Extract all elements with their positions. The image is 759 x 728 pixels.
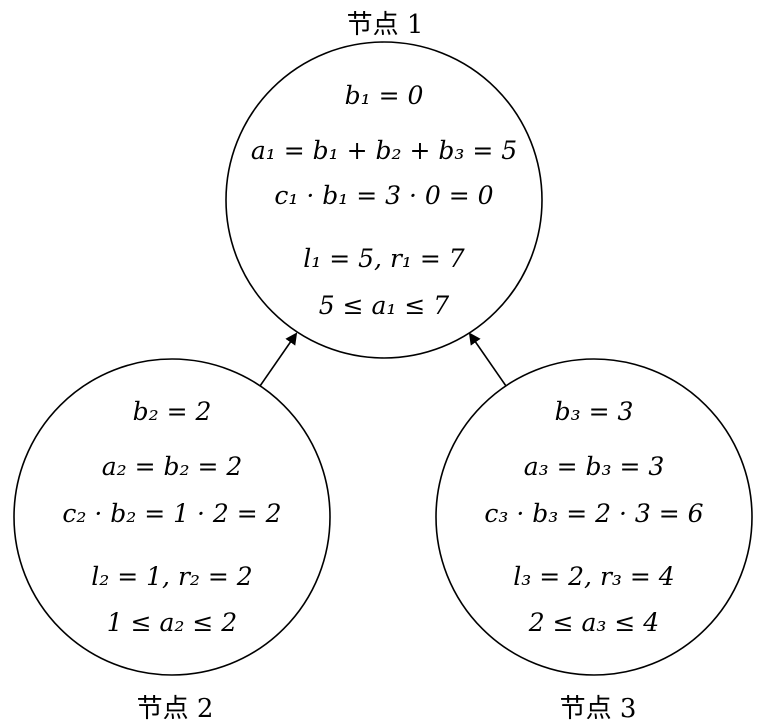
node-2: b₂ = 2 a₂ = b₂ = 2 c₂ · b₂ = 1 · 2 = 2 l… [13, 358, 331, 724]
node-1-line-2: a₁ = b₁ + b₂ + b₃ = 5 [251, 136, 517, 165]
node-2-line-1: b₂ = 2 [133, 397, 212, 426]
node-1-line-1: b₁ = 0 [345, 81, 424, 110]
node-2-line-5: 1 ≤ a₂ ≤ 2 [107, 608, 237, 637]
node-1-title: 节点 1 [347, 10, 424, 40]
node-1: 节点 1 b₁ = 0 a₁ = b₁ + b₂ + b₃ = 5 c₁ · b… [225, 10, 543, 359]
node-1-circle [225, 41, 543, 359]
node-3-line-3: c₃ · b₃ = 2 · 3 = 6 [484, 499, 703, 528]
node-2-line-2: a₂ = b₂ = 2 [102, 452, 243, 481]
node-3-line-2: a₃ = b₃ = 3 [524, 452, 665, 481]
node-2-circle [13, 358, 331, 676]
node-2-line-3: c₂ · b₂ = 1 · 2 = 2 [62, 499, 281, 528]
node-3-line-1: b₃ = 3 [555, 397, 634, 426]
node-1-line-4: l₁ = 5, r₁ = 7 [303, 244, 464, 273]
node-1-line-3: c₁ · b₁ = 3 · 0 = 0 [274, 181, 493, 210]
node-1-line-5: 5 ≤ a₁ ≤ 7 [319, 291, 450, 320]
node-3-line-5: 2 ≤ a₃ ≤ 4 [528, 608, 659, 637]
edge-node2-to-node1 [259, 332, 298, 387]
node-2-title: 节点 2 [137, 694, 214, 724]
edge-node3-to-node1 [468, 332, 507, 387]
node-3-title: 节点 3 [560, 694, 637, 724]
node-2-line-4: l₂ = 1, r₂ = 2 [91, 562, 252, 591]
node-3-circle [435, 358, 753, 676]
node-3: b₃ = 3 a₃ = b₃ = 3 c₃ · b₃ = 2 · 3 = 6 l… [435, 358, 753, 724]
node-3-line-4: l₃ = 2, r₃ = 4 [513, 562, 674, 591]
